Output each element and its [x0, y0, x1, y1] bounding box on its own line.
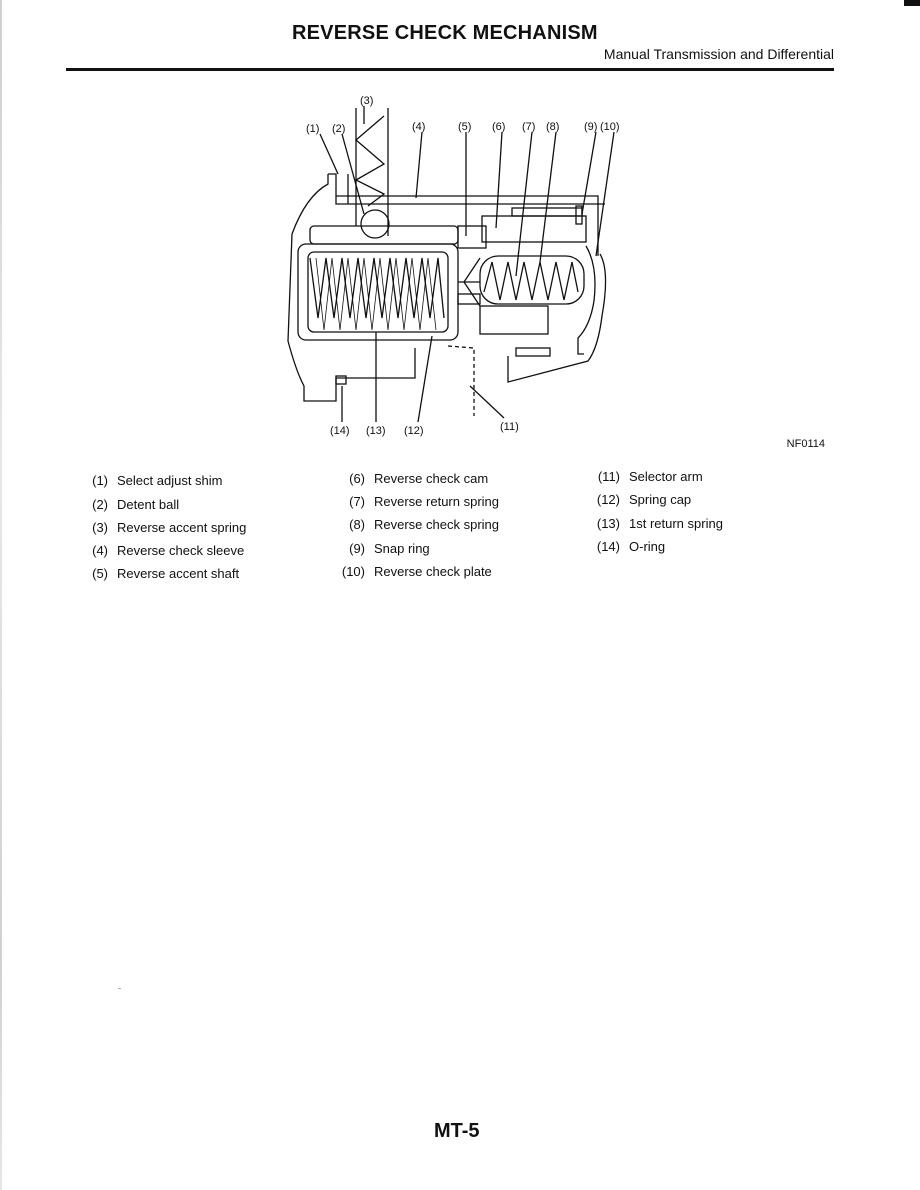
callout-8: (8) [546, 121, 559, 133]
o-ring [335, 375, 347, 385]
selector-arm [447, 345, 475, 416]
lower-stop [515, 347, 551, 357]
leader-10 [595, 131, 615, 257]
legend-item: (12)Spring cap [596, 492, 692, 507]
callout-1: (1) [306, 123, 319, 135]
callout-6: (6) [492, 121, 505, 133]
leader-1 [319, 133, 339, 175]
first-return-spring [309, 257, 445, 319]
legend-item: (11)Selector arm [597, 469, 703, 484]
sleeve-body [297, 243, 459, 341]
snap-ring [575, 205, 583, 225]
callout-12: (12) [404, 425, 424, 437]
leader-8 [539, 131, 557, 263]
housing-inner-line [335, 196, 605, 205]
callout-11: (11) [500, 421, 519, 433]
figure-code: NF0114 [786, 438, 825, 450]
leader-9 [581, 131, 597, 215]
legend-item: (6)Reverse check cam [349, 471, 489, 486]
legend-item: (13)1st return spring [596, 516, 723, 531]
housing-outline [287, 174, 416, 402]
legend-item: (7)Reverse return spring [349, 494, 499, 509]
leader-12 [417, 335, 433, 423]
legend-item: (3)Reverse accent spring [92, 520, 247, 535]
callout-13: (13) [366, 425, 386, 437]
spring-housing [479, 255, 585, 305]
reverse-accent-spring [354, 115, 386, 207]
detent-ball [360, 209, 390, 239]
reverse-check-plate [577, 245, 596, 355]
leader-6 [495, 131, 503, 229]
callout-2: (2) [332, 123, 345, 135]
callout-4: (4) [412, 121, 425, 133]
callout-10: (10) [600, 121, 620, 133]
leader-11 [469, 385, 505, 419]
callout-7: (7) [522, 121, 535, 133]
leader-2 [341, 133, 365, 215]
sleeve-inner [307, 251, 449, 333]
reverse-check-spring [483, 261, 579, 301]
legend-item: (2)Detent ball [92, 497, 180, 512]
housing-right [507, 253, 607, 383]
section-subtitle: Manual Transmission and Differential [603, 46, 834, 62]
callout-5: (5) [458, 121, 471, 133]
parts-legend: (1)Select adjust shim (2)Detent ball (3)… [92, 469, 723, 581]
leader-7 [515, 131, 533, 277]
page-title: REVERSE CHECK MECHANISM [292, 22, 598, 44]
callout-3: (3) [360, 95, 373, 107]
reverse-check-diagram: (3) (1) (2) (4) (5) (6) (7) (8) (9) (10)… [280, 86, 620, 446]
leader-4 [415, 131, 423, 199]
page-corner-mark [904, 0, 920, 6]
scan-speck [118, 988, 121, 989]
page-number: MT-5 [434, 1120, 480, 1142]
header-rule [66, 68, 834, 71]
scan-edge [0, 0, 2, 1190]
legend-item: (9)Snap ring [349, 541, 430, 556]
connector-block [457, 293, 481, 305]
legend-item: (10)Reverse check plate [341, 564, 492, 579]
legend-item: (1)Select adjust shim [92, 473, 223, 488]
legend-item: (4)Reverse check sleeve [92, 543, 245, 558]
shaft-step [457, 225, 487, 249]
lower-piston [479, 305, 549, 335]
legend-item: (5)Reverse accent shaft [92, 566, 240, 581]
legend-item: (8)Reverse check spring [349, 517, 499, 532]
legend-item: (14)O-ring [596, 539, 666, 554]
callout-9: (9) [584, 121, 597, 133]
reverse-check-cam [481, 215, 587, 243]
callout-14: (14) [330, 425, 350, 437]
